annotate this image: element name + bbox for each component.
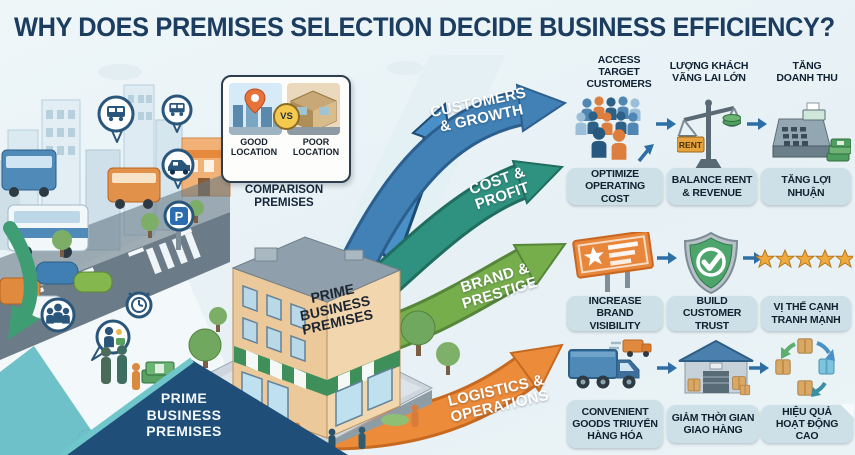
parking-letter: P xyxy=(175,209,184,224)
map-badges: P xyxy=(40,94,195,361)
money-bills xyxy=(826,138,852,162)
city-trees xyxy=(52,200,227,332)
pill-optimize-cost: OPTIMIZE OPERATING COST xyxy=(567,168,663,205)
poor-location-image xyxy=(287,83,340,135)
pill-vi-the-canh-tranh: VỊ THẾ CẠNH TRANH MẠNH xyxy=(761,296,851,331)
bus-icon xyxy=(161,94,193,133)
pill-customer-trust: BUILD CUSTOMER TRUST xyxy=(667,295,757,332)
crowd-icon xyxy=(569,95,655,174)
cash-register-icon xyxy=(765,101,852,170)
awning xyxy=(234,346,400,396)
vs-badge: VS xyxy=(273,103,300,130)
clock-icon xyxy=(125,291,153,319)
header-luong-khach: LƯỢNG KHÁCH VÃNG LAI LỚN xyxy=(669,60,749,84)
people-icon xyxy=(40,297,76,333)
pill-giam-thoi-gian: GIẢM THỜI GIAN GIAO HÀNG xyxy=(667,405,759,443)
building-windows xyxy=(242,284,306,363)
crosswalk xyxy=(145,232,201,275)
shield-check-icon xyxy=(683,231,739,300)
blue-bus xyxy=(1,149,57,197)
car-icon xyxy=(161,148,195,189)
warehouse-icon xyxy=(677,339,755,402)
rent-tag: RENT xyxy=(679,140,703,150)
good-location-label: GOOD LOCATION xyxy=(230,137,278,158)
comparison-caption: COMPARISON PREMISES xyxy=(244,184,324,209)
box-cycle-icon xyxy=(771,335,839,404)
pill-brand-visibility: INCREASE BRAND VISIBILITY xyxy=(567,295,663,332)
flow-arrow-icon xyxy=(749,361,769,380)
pedestrians xyxy=(101,345,140,390)
cloud xyxy=(387,61,423,75)
storefront-glass xyxy=(241,366,393,428)
page-title: WHY DOES PREMISES SELECTION DECIDE BUSIN… xyxy=(14,12,835,42)
small-orange-truck xyxy=(622,339,652,357)
empty-premises-icon xyxy=(287,90,340,135)
flow-arrow-icon xyxy=(657,361,677,380)
prime-building xyxy=(231,236,402,439)
pill-convenient-goods: CONVENIENT GOODS TRIUYỂN HÀNG HÓA xyxy=(567,400,663,448)
header-tang-doanh-thu: TĂNG DOANH THU xyxy=(776,60,838,84)
pill-balance-rent: BALANCE RENT & REVENUE xyxy=(667,168,757,205)
money-stack-icon xyxy=(141,361,175,384)
cloud xyxy=(98,64,142,80)
flow-arrow-icon xyxy=(656,117,676,136)
flow-arrow-icon xyxy=(747,117,767,136)
five-stars-icon xyxy=(755,247,855,276)
orange-bus xyxy=(107,167,161,209)
parking-icon: P xyxy=(163,200,195,250)
balance-scale-icon: RENT xyxy=(676,93,742,178)
banner xyxy=(0,346,348,455)
good-location-image xyxy=(229,83,282,135)
banner-text: PRIME BUSINESS PREMISES xyxy=(146,390,222,440)
pill-hieu-qua: HIỆU QUẢ HOẠT ĐỘNG CAO xyxy=(761,404,854,443)
comparison-card: GOOD LOCATION POOR LOCATION VS xyxy=(221,75,351,183)
shopper-icon xyxy=(91,319,131,361)
delivery-truck-icon xyxy=(567,338,657,401)
header-access-customers: ACCESS TARGET CUSTOMERS xyxy=(586,54,652,90)
billboard-icon xyxy=(571,230,655,299)
outcomes-panel: ACCESS TARGET CUSTOMERS LƯỢNG KHÁCH VÃNG… xyxy=(563,54,855,455)
pill-tang-loi-nhuan: TĂNG LỢI NHUẬN xyxy=(761,168,851,205)
bus-icon xyxy=(97,95,135,143)
green-down-arrow xyxy=(3,221,40,340)
poor-location-label: POOR LOCATION xyxy=(292,137,340,158)
flow-arrow-icon xyxy=(657,251,677,270)
